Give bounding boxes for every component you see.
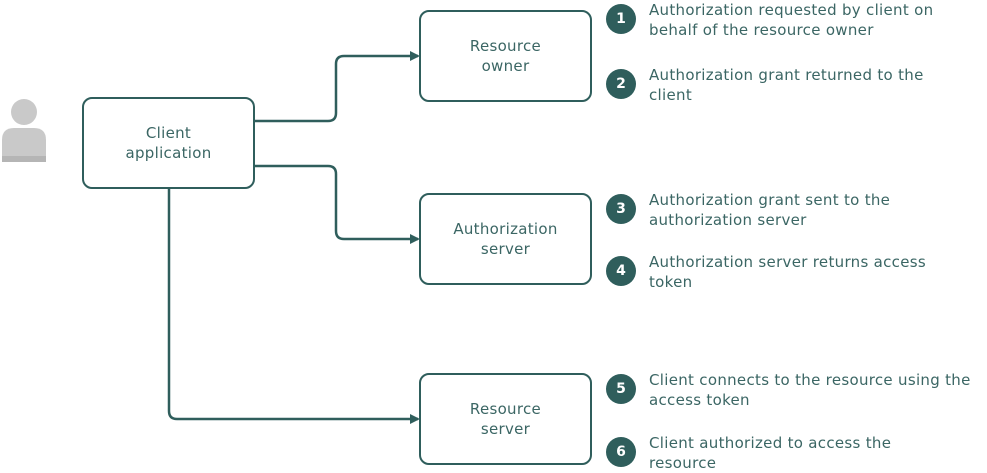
resource-server-label: Resource server — [469, 400, 542, 438]
authorization-server-label: Authorization server — [453, 220, 558, 258]
resource-owner-label: Resource owner — [469, 37, 542, 75]
step-3-text: Authorization grant sent to the authoriz… — [649, 191, 891, 229]
step-2-text: Authorization grant returned to the clie… — [649, 66, 924, 104]
step-3-badge: 3 — [606, 194, 636, 224]
arrow-to-resource-owner — [254, 51, 420, 123]
arrow-to-resource-server — [167, 188, 420, 424]
step-4-badge: 4 — [606, 256, 636, 286]
step-1-text: Authorization requested by client on beh… — [649, 1, 934, 39]
client-application-label: Client application — [125, 124, 212, 162]
arrow-to-authorization-server — [254, 164, 420, 244]
step-2-badge: 2 — [606, 69, 636, 99]
step-1-badge: 1 — [606, 4, 636, 34]
person-icon — [2, 99, 46, 162]
step-6-badge: 6 — [606, 437, 636, 467]
resource-server-box: Resource server — [419, 373, 592, 465]
step-5-badge: 5 — [606, 374, 636, 404]
step-6-text: Client authorized to access the resource — [649, 434, 892, 472]
authorization-server-box: Authorization server — [419, 193, 592, 285]
step-4-text: Authorization server returns access toke… — [649, 253, 926, 291]
resource-owner-box: Resource owner — [419, 10, 592, 102]
client-application-box: Client application — [82, 97, 255, 189]
step-5-text: Client connects to the resource using th… — [649, 371, 971, 409]
